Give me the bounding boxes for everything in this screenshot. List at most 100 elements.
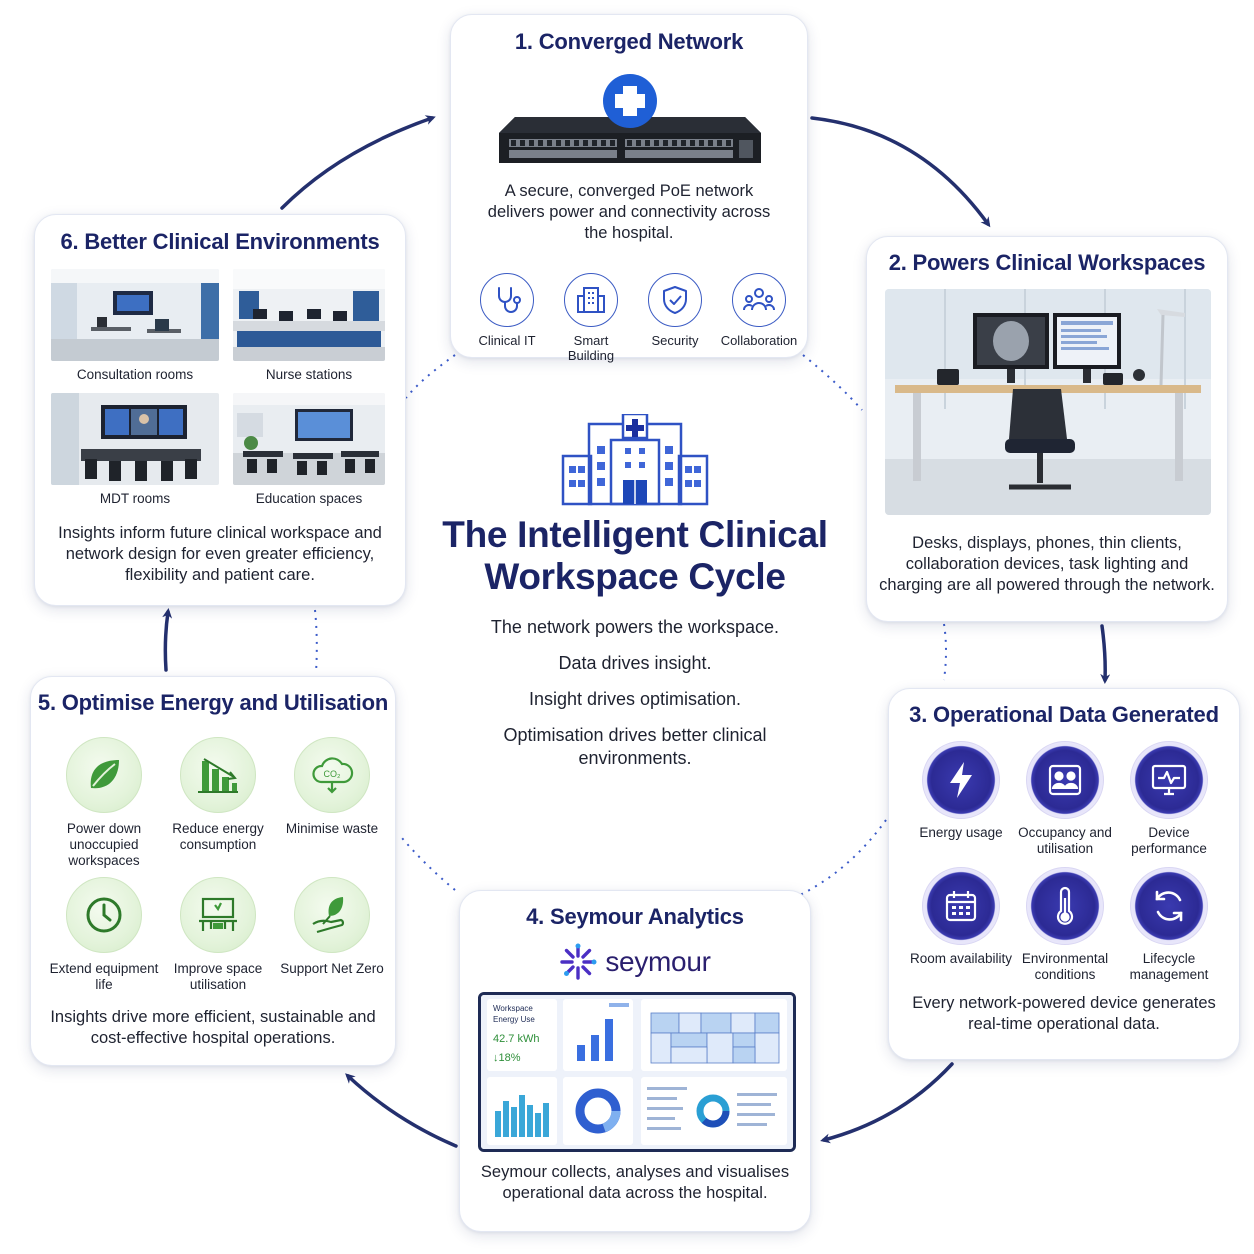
monitor-pulse-icon	[1151, 764, 1187, 796]
arrow-1-to-2	[810, 116, 991, 228]
data-label: Device performance	[1131, 825, 1207, 856]
card-description: Insights drive more efficient, sustainab…	[50, 1008, 376, 1047]
diagram-title: The Intelligent Clinical Workspace Cycle	[442, 514, 828, 597]
clock-icon	[86, 897, 122, 933]
cycle-icon	[1155, 890, 1183, 922]
arrow-5-to-6	[162, 608, 173, 672]
card-clinical-environments: 6. Better Clinical Environments Consulta…	[34, 214, 406, 606]
action-net-zero: Support Net Zero	[275, 877, 389, 1011]
data-lifecycle-management: Lifecycle management	[1117, 867, 1221, 985]
card-clinical-workspaces: 2. Powers Clinical Workspaces	[866, 236, 1228, 622]
feature-clinical-it: Clinical IT	[465, 273, 549, 363]
action-power-down: Power down unoccupied workspaces	[47, 737, 161, 871]
card-title: 4. Seymour Analytics	[526, 904, 744, 929]
hand-leaf-icon	[312, 897, 345, 934]
photo-label: Consultation rooms	[76, 367, 194, 382]
analytics-dashboard: Workspace Energy Use 42.7 kWh ↓18%	[478, 992, 796, 1152]
card-converged-network: 1. Converged Network A secure, converged…	[450, 14, 808, 363]
energy-change: ↓18%	[493, 1052, 521, 1064]
card-description: Desks, displays, phones, thin clients, c…	[879, 534, 1215, 594]
building-icon	[577, 287, 605, 313]
action-minimise-waste: CO₂ Minimise waste	[275, 737, 389, 871]
brand-name: seymour	[605, 946, 711, 977]
arrow-4-to-5	[345, 1073, 458, 1148]
dotted-ring	[314, 354, 947, 896]
card-description: Every network-powered device generates r…	[912, 994, 1216, 1033]
action-reduce-energy: Reduce energy consumption	[161, 737, 275, 871]
photo-label: MDT rooms	[99, 491, 171, 506]
action-label: Extend equipment life	[49, 961, 159, 992]
feature-security: Security	[633, 273, 717, 363]
svg-text:Energy Use: Energy Use	[493, 1015, 535, 1024]
photo-nurse-stations: Nurse stations	[233, 269, 385, 389]
card-title: 1. Converged Network	[514, 29, 744, 54]
feature-label: Collaboration	[720, 333, 798, 348]
center-line: The network powers the workspace.	[490, 617, 780, 637]
data-device-performance: Device performance	[1117, 741, 1221, 859]
photo-label: Nurse stations	[265, 367, 353, 382]
center-line: Data drives insight.	[558, 653, 712, 673]
seymour-logo-icon	[560, 943, 597, 980]
arrow-6-to-1	[280, 115, 436, 210]
photo-mdt-rooms: MDT rooms	[51, 393, 219, 513]
calendar-icon	[945, 891, 977, 922]
center-line: Insight drives optimisation.	[528, 689, 742, 709]
thermometer-icon	[1056, 886, 1074, 925]
stethoscope-icon	[498, 287, 521, 313]
feature-collaboration: Collaboration	[717, 273, 801, 363]
co2-cloud-icon: CO₂	[312, 757, 354, 794]
card-description: A secure, converged PoE network delivers…	[487, 182, 771, 242]
energy-value: 42.7 kWh	[493, 1033, 539, 1045]
hospital-icon	[561, 414, 709, 506]
card-seymour-analytics: 4. Seymour Analytics seymour Workspace E…	[459, 890, 811, 1232]
data-label: Lifecycle management	[1129, 951, 1209, 982]
card-title: 6. Better Clinical Environments	[60, 229, 380, 254]
bar-chart-down-icon	[198, 758, 238, 793]
action-label: Reduce energy consumption	[172, 821, 264, 852]
card-title: 5. Optimise Energy and Utilisation	[37, 690, 389, 715]
data-energy-usage: Energy usage	[909, 741, 1013, 859]
co2-label: CO₂	[324, 769, 342, 779]
action-improve-space: Improve space utilisation	[161, 877, 275, 1011]
data-label: Environmental conditions	[1021, 951, 1109, 982]
action-label: Improve space utilisation	[173, 961, 263, 992]
photo-label: Education spaces	[255, 491, 363, 506]
data-label: Room availability	[909, 951, 1013, 966]
card-operational-data: 3. Operational Data Generated Energy usa…	[888, 688, 1240, 1060]
action-extend-life: Extend equipment life	[47, 877, 161, 1011]
center-panel: The Intelligent Clinical Workspace Cycle…	[440, 414, 830, 783]
widget-title: Workspace	[493, 1004, 533, 1013]
card-description: Seymour collects, analyses and visualise…	[480, 1163, 790, 1202]
desk-icon	[199, 897, 237, 931]
data-label: Energy usage	[919, 825, 1003, 840]
occupancy-icon	[1048, 764, 1082, 796]
center-line: Optimisation drives better clinical envi…	[503, 725, 767, 768]
card-optimise-energy: 5. Optimise Energy and Utilisation Power…	[30, 676, 396, 1066]
workspace-photo	[885, 289, 1211, 515]
network-switch-icon	[499, 74, 761, 163]
shield-icon	[663, 286, 687, 314]
feature-smart-building: Smart Building	[549, 273, 633, 363]
data-environmental-conditions: Environmental conditions	[1013, 867, 1117, 985]
card-title: 2. Powers Clinical Workspaces	[888, 250, 1206, 275]
action-label: Support Net Zero	[280, 961, 384, 976]
feature-label: Clinical IT	[478, 333, 536, 348]
data-occupancy: Occupancy and utilisation	[1013, 741, 1117, 859]
lightning-icon	[950, 762, 972, 798]
feature-label: Smart Building	[567, 333, 615, 363]
data-label: Occupancy and utilisation	[1018, 825, 1112, 856]
arrow-2-to-3	[1100, 624, 1111, 684]
leaf-icon	[90, 760, 119, 789]
photo-consultation-rooms: Consultation rooms	[51, 269, 219, 389]
arrow-3-to-4	[820, 1062, 954, 1144]
action-label: Power down unoccupied workspaces	[66, 821, 142, 868]
action-label: Minimise waste	[285, 821, 379, 836]
photo-education-spaces: Education spaces	[233, 393, 385, 513]
seymour-logo: seymour	[460, 943, 810, 981]
card-title: 3. Operational Data Generated	[909, 702, 1219, 727]
data-room-availability: Room availability	[909, 867, 1013, 985]
card-description: Insights inform future clinical workspac…	[58, 524, 382, 584]
people-icon	[743, 288, 775, 311]
feature-label: Security	[651, 333, 699, 348]
